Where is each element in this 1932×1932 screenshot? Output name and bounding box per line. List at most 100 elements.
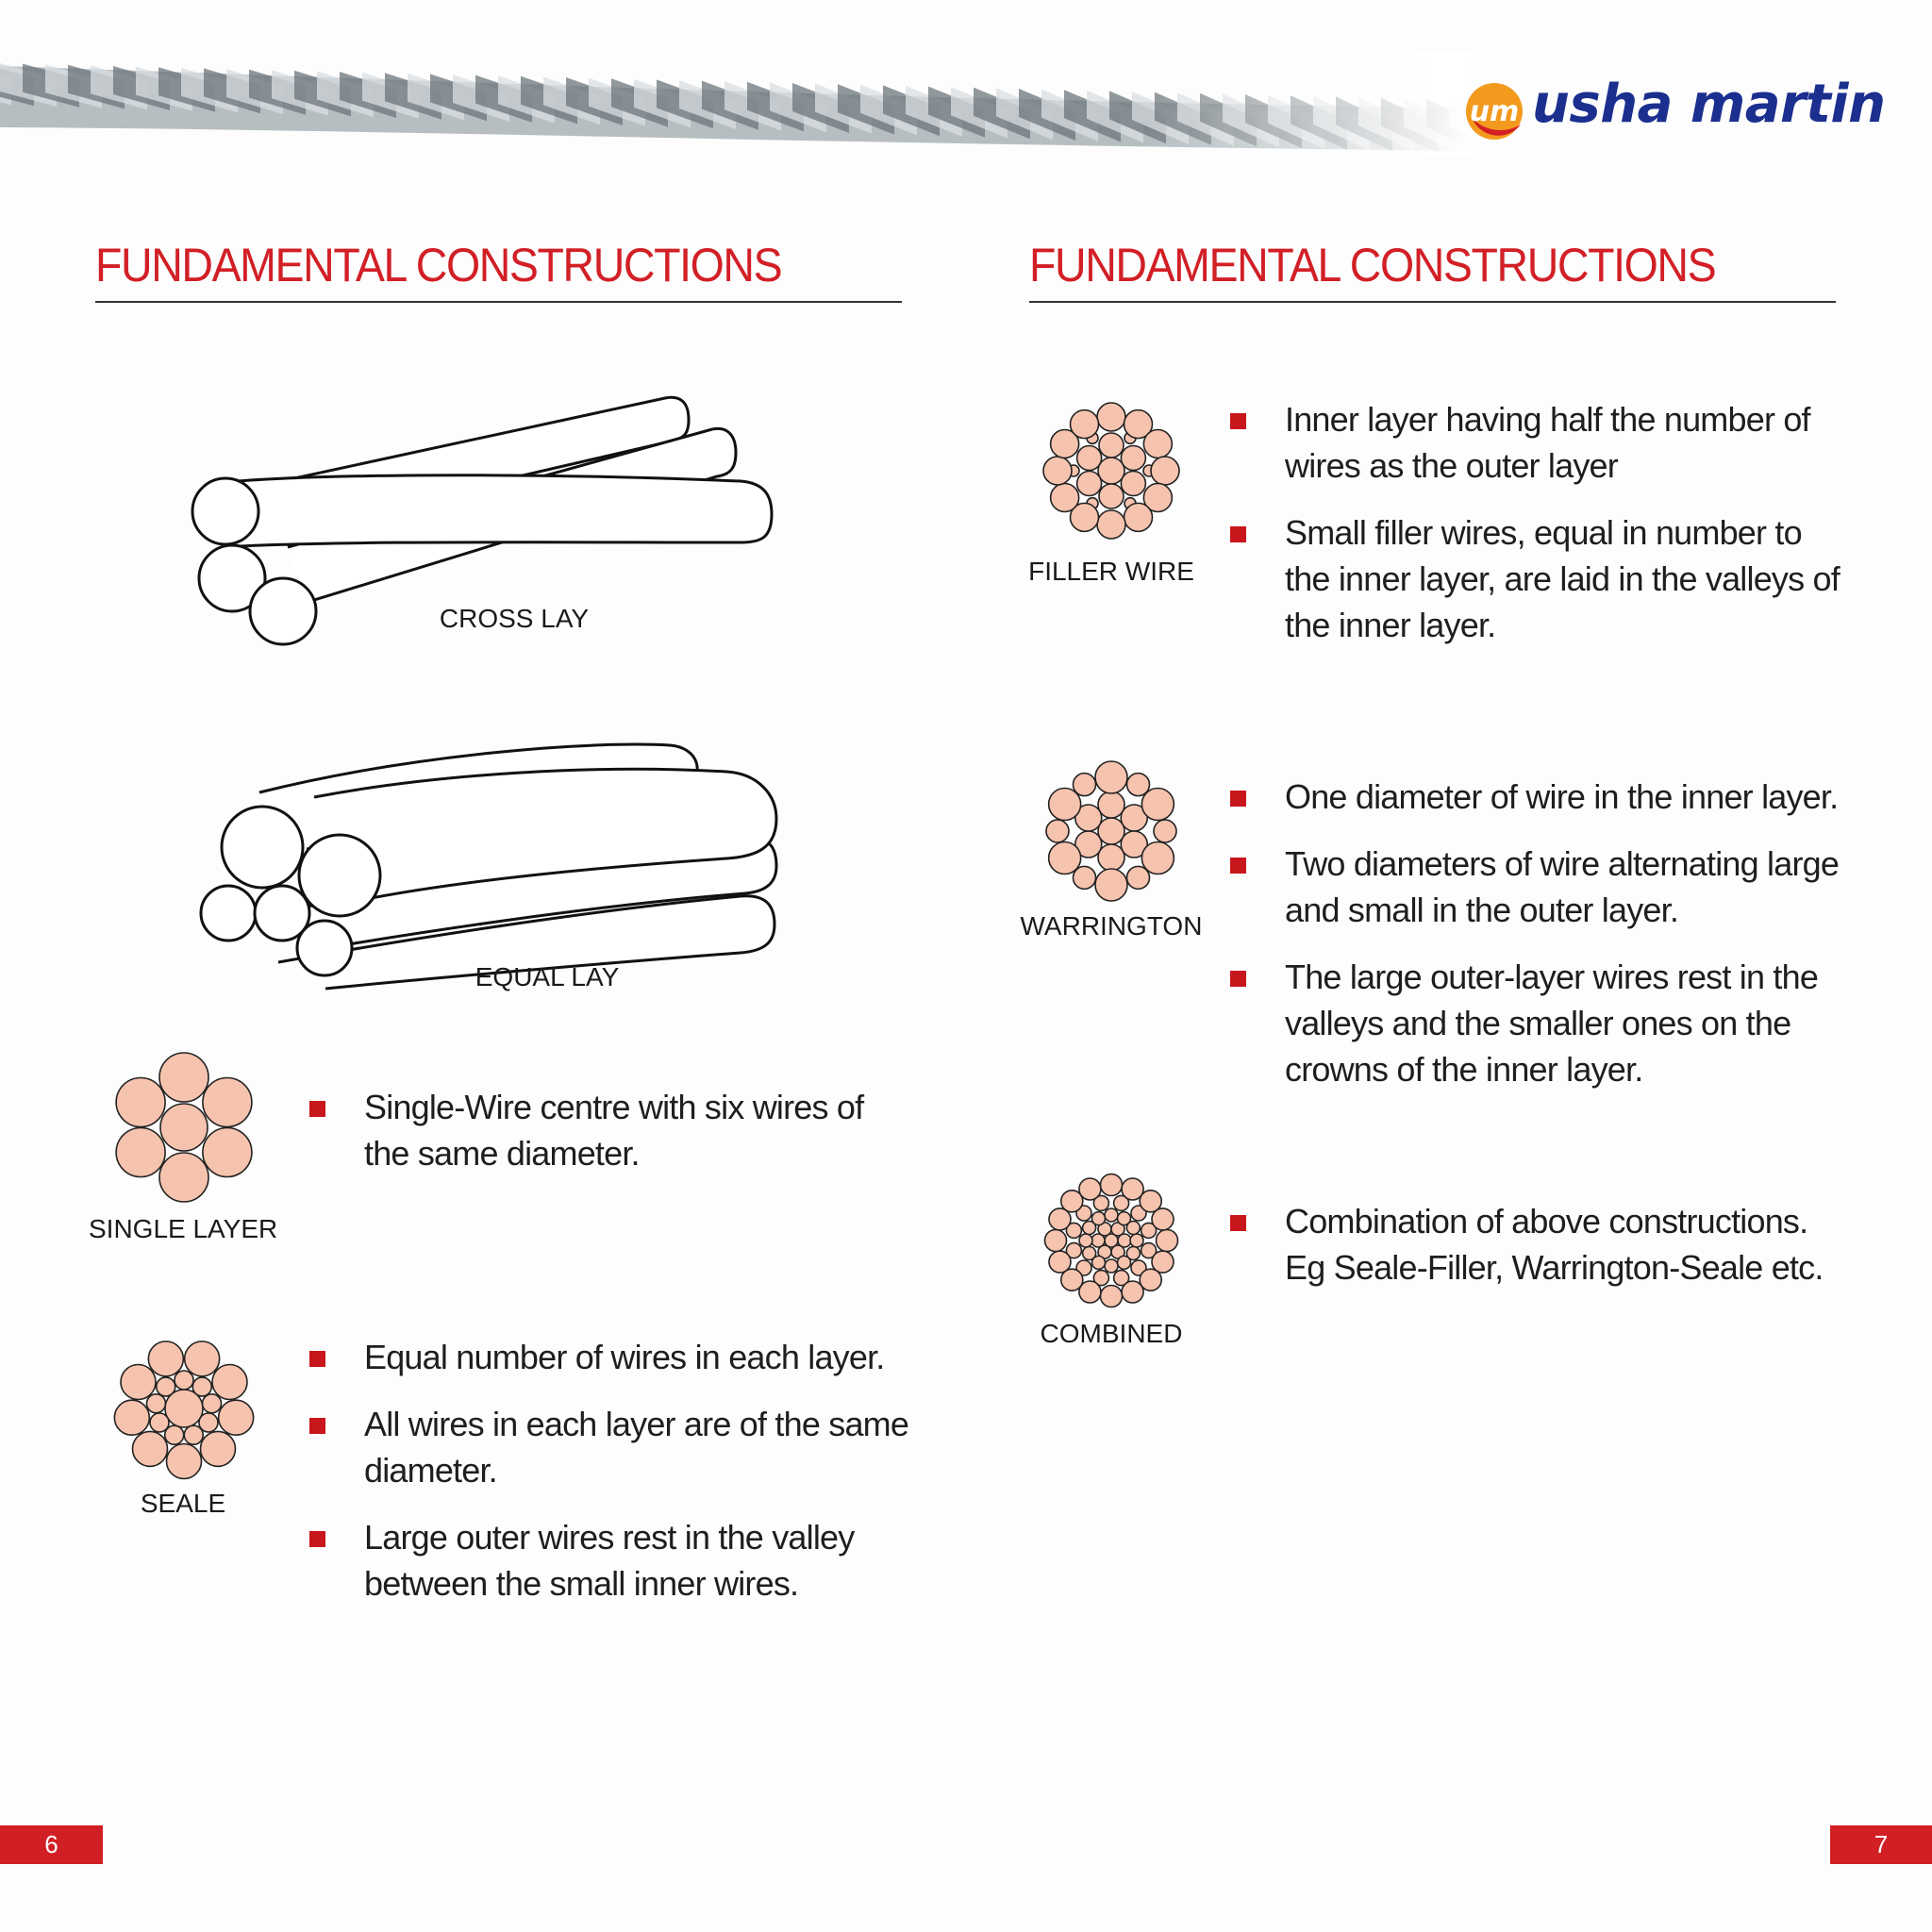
warrington-label: WARRINGTON [1020,911,1203,941]
wire-circle [211,1363,248,1401]
wire-circle [1140,1241,1158,1259]
wire-circle [1121,1177,1144,1201]
wire-circle [1091,1210,1107,1226]
wire-circle [1072,772,1097,797]
wire-circle [159,1103,208,1152]
wire-circle [1094,868,1128,902]
wire-circle [199,1430,237,1468]
bullet-item: The large outer-layer wires rest in the … [1230,954,1853,1092]
filler-wire-bullets: Inner layer having half the number of wi… [1230,396,1853,669]
seale-cross-section [113,1341,255,1480]
wire-circle [1123,408,1154,440]
wire-circle [155,1376,176,1397]
usha-martin-logo: um [1466,83,1523,140]
bullet-item: Inner layer having half the number of wi… [1230,396,1853,489]
wire-circle [1048,1250,1072,1274]
wire-circle [1140,1222,1158,1240]
wire-circle [1139,1268,1163,1292]
wire-circle [1097,457,1125,485]
wire-circle [145,1392,167,1414]
wire-circle [1142,482,1174,513]
wire-circle [1155,1228,1179,1253]
wire-circle [1043,1228,1068,1253]
wire-circle [1059,1268,1084,1292]
wire-circle [1047,787,1082,822]
wire-circle [1069,502,1100,533]
wire-circle [1104,1258,1119,1274]
wire-circle [1116,1210,1132,1226]
wire-circle [1142,428,1174,459]
wire-circle [163,1424,185,1445]
wire-circle [1075,470,1103,497]
wire-circle [120,1363,157,1401]
seale-bullets: Equal number of wires in each layer. All… [309,1334,913,1627]
wire-circle [1047,841,1082,875]
bullet-item: Large outer wires rest in the valley bet… [309,1514,913,1607]
bullet-square-icon [1230,413,1246,429]
bullet-item: Combination of above constructions. Eg S… [1230,1198,1853,1291]
wire-circle [1130,1205,1147,1222]
wire-circle [1120,444,1147,472]
wire-circle [1098,432,1124,458]
right-page-title: FUNDAMENTAL CONSTRUCTIONS [1029,239,1717,291]
wire-circle [1112,1194,1130,1212]
bullet-square-icon [1230,971,1246,987]
wire-circle [1065,1222,1083,1240]
wire-circle [1065,1241,1083,1259]
wire-circle [1092,1194,1110,1212]
wire-circle [1098,483,1124,509]
bullet-item: One diameter of wire in the inner layer. [1230,774,1853,820]
wire-circle [1116,1255,1132,1271]
wire-circle [1125,865,1151,891]
bullet-item: Small filler wires, equal in number to t… [1230,509,1853,648]
wire-circle [1153,819,1177,843]
wire-circle [1049,428,1080,459]
cross-lay-label: CROSS LAY [439,604,590,633]
wire-circle [1096,402,1126,432]
wire-circle [1048,1208,1072,1231]
single-layer-label: SINGLE LAYER [89,1214,278,1243]
wire-circle [1078,1177,1102,1201]
wire-circle [1075,1259,1092,1276]
left-page-title: FUNDAMENTAL CONSTRUCTIONS [95,239,783,291]
left-title-rule [95,301,902,303]
cross-lay-diagram [191,395,774,646]
wire-circle [1081,1245,1097,1261]
bullet-square-icon [309,1531,325,1547]
wire-circle [183,1424,205,1445]
wire-circle [115,1076,166,1128]
wire-circle [174,1370,194,1391]
wire-circle [115,1126,166,1178]
wire-circle [1049,482,1080,513]
single-layer-bullets: Single-Wire centre with six wires of the… [309,1084,913,1197]
wire-circle [1074,804,1103,832]
wire-rope-banner [0,52,1472,156]
wire-circle [201,1392,223,1414]
seale-label: SEALE [140,1489,226,1518]
wire-circle [1151,1208,1174,1231]
wire-circle [1151,1250,1174,1274]
combined-bullets: Combination of above constructions. Eg S… [1230,1198,1853,1311]
wire-circle [183,1341,221,1377]
wire-circle [1125,772,1151,797]
wire-circle [147,1341,185,1377]
page-number-right: 7 [1830,1825,1932,1864]
wire-circle [1099,1284,1124,1308]
warrington-bullets: One diameter of wire in the inner layer.… [1230,774,1853,1113]
bullet-item: Equal number of wires in each layer. [309,1334,913,1380]
wire-circle [1096,509,1126,540]
page-number-left: 6 [0,1825,103,1864]
wire-circle [1097,843,1125,872]
combined-cross-section [1043,1173,1179,1308]
bullet-square-icon [309,1101,325,1117]
bullet-square-icon [1230,526,1246,542]
wire-circle [1120,830,1149,858]
wire-circle [1091,1255,1107,1271]
wire-circle [1097,791,1125,819]
bullet-square-icon [309,1418,325,1434]
wire-circle [1092,1269,1110,1287]
wire-circle [217,1399,255,1437]
wire-circle [1045,819,1070,843]
wire-circle [202,1076,253,1128]
wire-circle [1141,787,1175,822]
